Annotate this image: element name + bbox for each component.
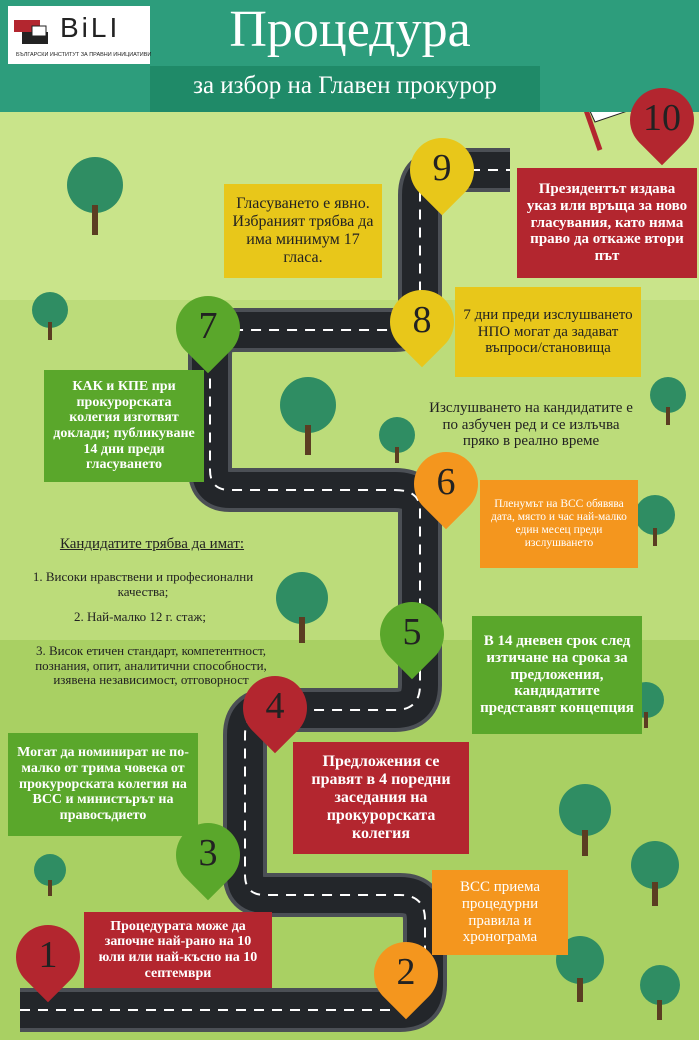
tree [276, 572, 328, 643]
step-4-text: Предложения се правят в 4 поредни заседа… [293, 742, 469, 854]
tree [34, 854, 66, 896]
tree [280, 377, 336, 455]
tree [379, 417, 415, 463]
step-2-number: 2 [396, 951, 416, 993]
step-6-text: Пленумът на ВСС обявява дата, място и ча… [480, 480, 638, 568]
tree [631, 841, 679, 906]
step-7-text: КАК и КПЕ при прокурорската колегия изго… [44, 370, 204, 482]
tree [556, 936, 604, 1002]
step-10-number: 10 [643, 97, 681, 139]
step-9b-text: Президентът издава указ или връща за нов… [517, 168, 697, 278]
tree [640, 965, 680, 1020]
requirement-item: 1. Високи нравствени и професионални кач… [32, 569, 254, 599]
step-7-number: 7 [198, 305, 218, 347]
page-subtitle: за избор на Главен прокурор [193, 72, 497, 99]
step-5-text: В 14 дневен срок след изтичане на срока … [472, 616, 642, 734]
step-3-text: Могат да номинират не по-малко от трима … [8, 733, 198, 836]
step-3-number: 3 [198, 832, 218, 874]
step-5-number: 5 [402, 611, 422, 653]
step-2-text: ВСС приема процедурни правила и хроногра… [432, 870, 568, 955]
requirement-item: 2. Най-малко 12 г. стаж; [74, 608, 206, 624]
step-8-number: 8 [412, 299, 432, 341]
step-6-number: 6 [436, 461, 456, 503]
tree [559, 784, 611, 856]
tree [67, 157, 123, 235]
requirement-item: 3. Висок етичен стандарт, компетентност,… [35, 643, 267, 688]
requirements-heading: Кандидатите трябва да имат: [59, 535, 245, 552]
tree [32, 292, 68, 340]
subtitle-band [150, 66, 540, 112]
logo-flag-icon [14, 20, 48, 44]
tree [650, 377, 686, 425]
step-1-number: 1 [38, 934, 58, 976]
tree [635, 495, 675, 546]
logo: BiLI БЪЛГАРСКИ ИНСТИТУТ ЗА ПРАВНИ ИНИЦИА… [8, 6, 152, 64]
step-8b-text: Изслушването на кандидатите е по азбучен… [429, 399, 633, 450]
step-9-text: Гласуването е явно. Избраният трябва да … [224, 184, 382, 278]
step-1-text: Процедурата може да започне най-рано на … [84, 912, 272, 988]
step-4-number: 4 [265, 685, 285, 727]
page-title: Процедура [229, 1, 471, 58]
step-8-text: 7 дни преди изслушването НПО могат да за… [455, 287, 641, 377]
step-9-number: 9 [432, 147, 452, 189]
trees [32, 157, 686, 1020]
logo-subtitle: БЪЛГАРСКИ ИНСТИТУТ ЗА ПРАВНИ ИНИЦИАТИВИ [16, 52, 152, 58]
logo-text: BiLI [60, 12, 121, 43]
